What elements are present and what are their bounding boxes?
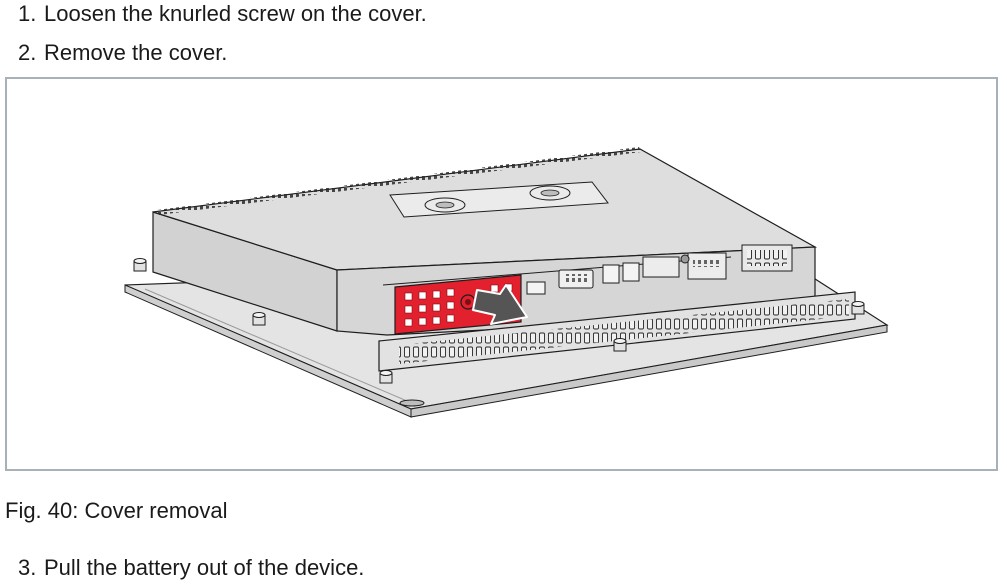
step-2-text: Remove the cover. — [44, 40, 228, 65]
figure-caption: Fig. 40: Cover removal — [5, 498, 228, 523]
step-3: 3. Pull the battery out of the device. — [18, 555, 364, 581]
step-1: 1. Loosen the knurled screw on the cover. — [18, 1, 427, 27]
housing-top — [152, 147, 818, 271]
step-3-text: Pull the battery out of the device. — [44, 555, 365, 580]
device-illustration — [124, 147, 889, 418]
removal-arrow — [472, 284, 528, 325]
figure-frame — [5, 77, 998, 471]
step-1-number: 1. — [18, 1, 37, 26]
step-3-number: 3. — [18, 555, 37, 580]
step-2-number: 2. — [18, 40, 37, 65]
vented-skirt — [378, 291, 856, 372]
mounting-clamps — [133, 258, 865, 407]
interface-ports — [526, 244, 793, 295]
step-1-text: Loosen the knurled screw on the cover. — [44, 1, 427, 26]
step-2: 2. Remove the cover. — [18, 40, 227, 66]
